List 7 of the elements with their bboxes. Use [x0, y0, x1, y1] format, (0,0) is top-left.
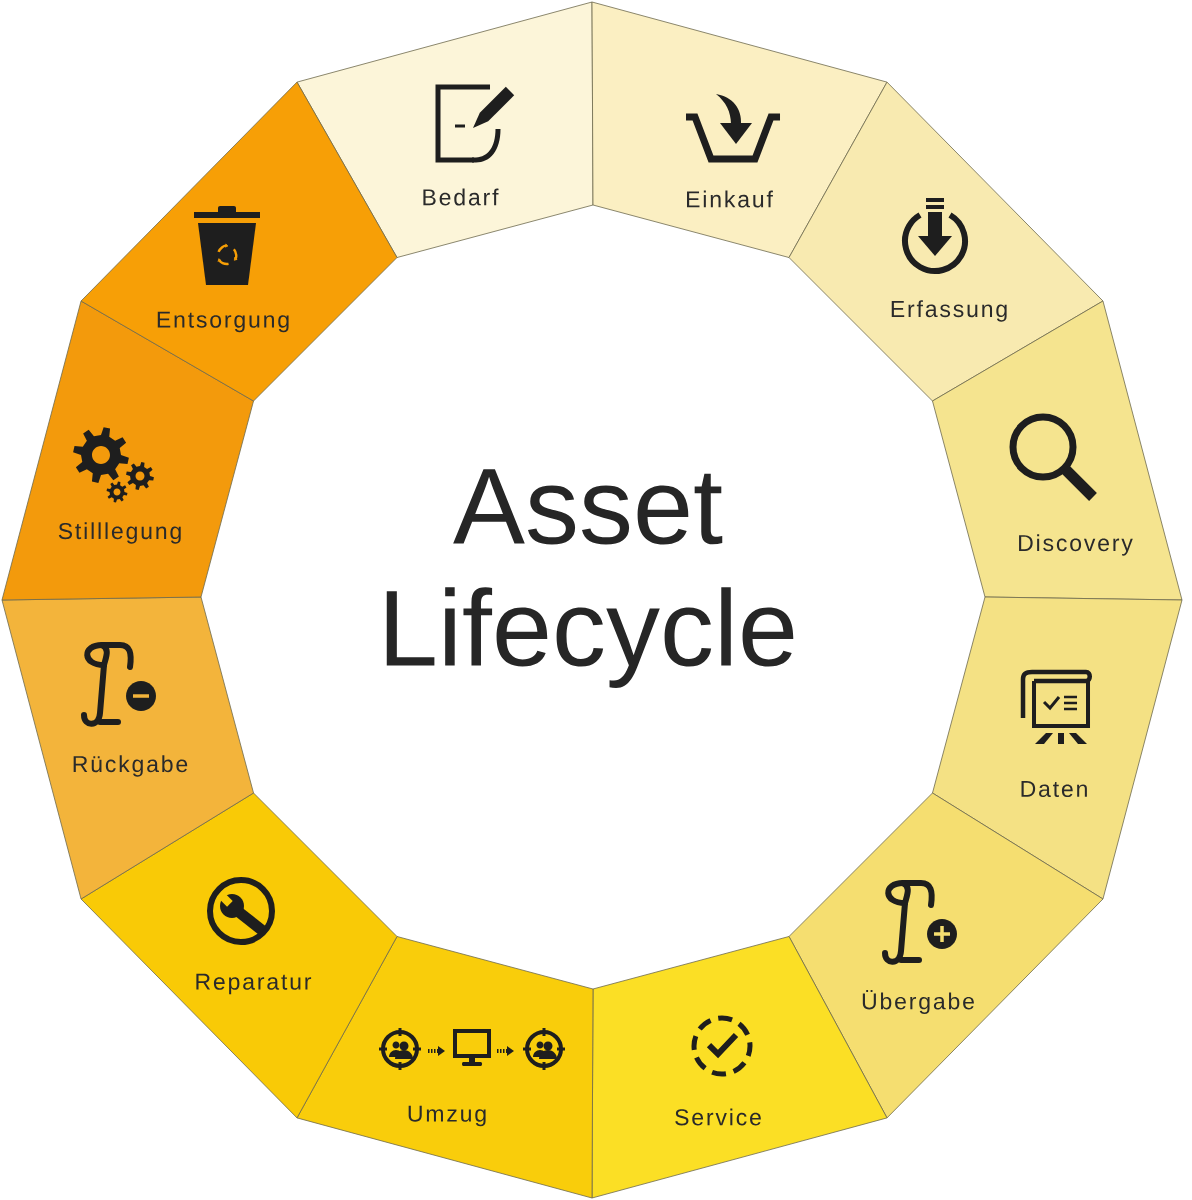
ring-segment: Erfassung: [788, 81, 1104, 402]
ring-segment: Reparatur: [80, 792, 398, 1119]
ring-segment: Rückgabe: [1, 596, 254, 900]
title: Asset Lifecycle: [386, 469, 794, 688]
ring-segment: Einkauf: [591, 1, 888, 258]
ring-segment: Bedarf: [296, 1, 594, 258]
ring-segment: Entsorgung: [80, 81, 398, 402]
